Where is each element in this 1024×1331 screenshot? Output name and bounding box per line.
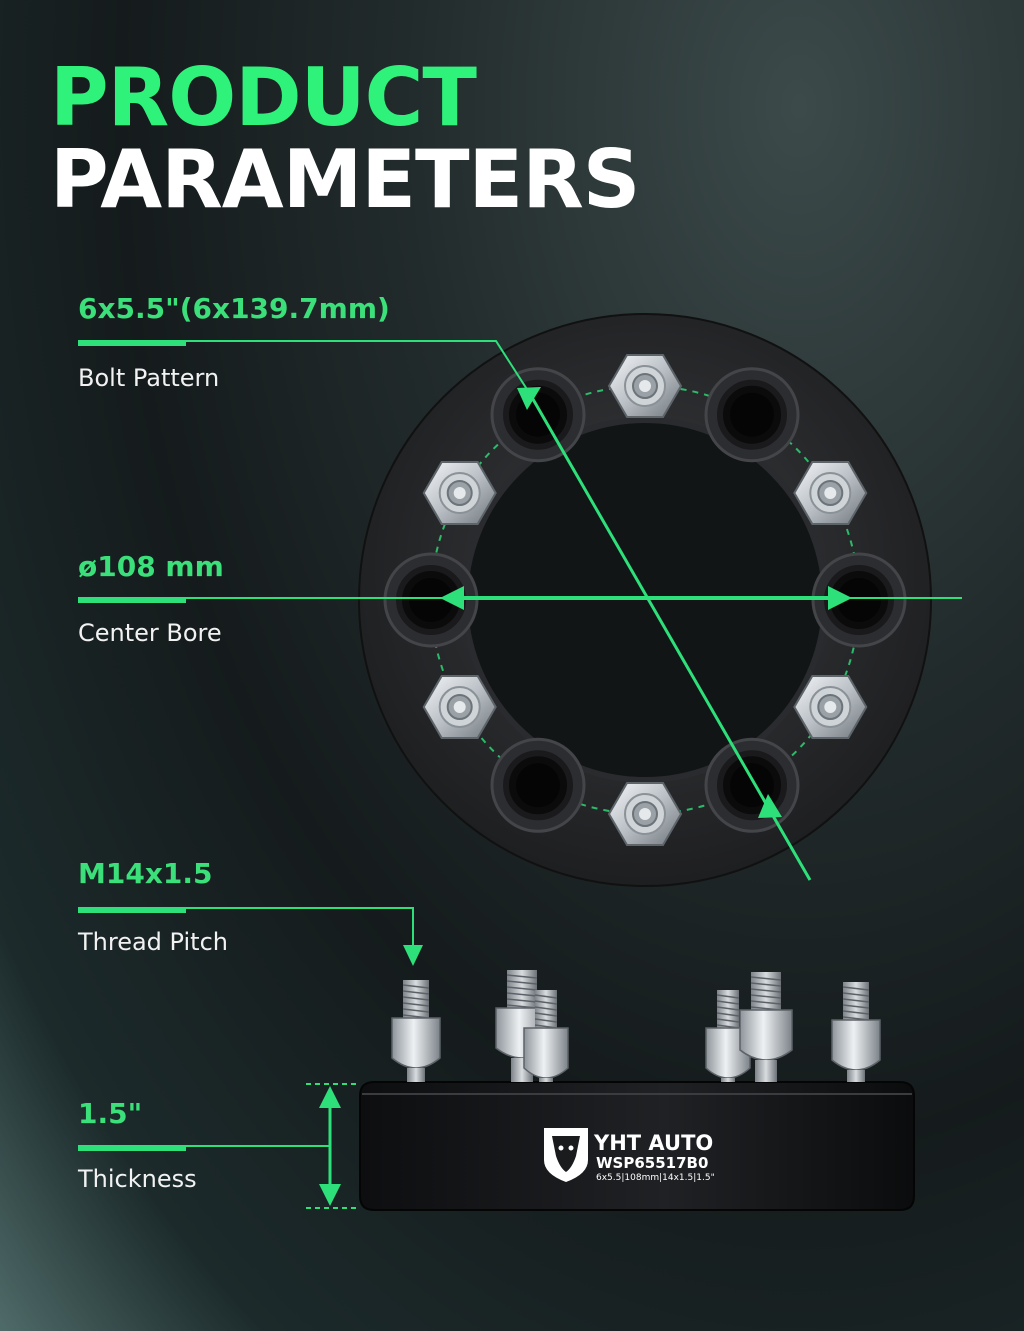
bolt-pattern-value: 6x5.5"(6x139.7mm) <box>78 292 390 325</box>
thickness-label: Thickness <box>78 1165 197 1193</box>
brand-name: YHT AUTO <box>593 1131 713 1155</box>
bolt-hole <box>706 739 798 831</box>
bolt-pattern-label: Bolt Pattern <box>78 364 220 392</box>
thread-pitch-value: M14x1.5 <box>78 857 213 890</box>
side-stud <box>705 990 751 1082</box>
side-stud <box>831 982 881 1082</box>
spacer-side-view <box>359 970 915 1211</box>
title-parameters: PARAMETERS <box>50 133 640 226</box>
thickness-value: 1.5" <box>78 1097 143 1130</box>
thread-pitch-label: Thread Pitch <box>78 928 228 956</box>
thread-pitch-bar <box>78 908 186 913</box>
center-bore-label: Center Bore <box>78 619 222 647</box>
side-stud <box>739 972 793 1082</box>
center-bore-bar <box>78 598 186 603</box>
model-number: WSP65517B0 <box>596 1154 708 1172</box>
side-stud <box>391 980 441 1082</box>
bolt-hole <box>706 369 798 461</box>
center-bore-value: ø108 mm <box>78 550 224 583</box>
spec-line: 6x5.5|108mm|14x1.5|1.5" <box>596 1173 715 1183</box>
title-product: PRODUCT <box>50 51 477 144</box>
thickness-bar <box>78 1146 186 1151</box>
bolt-hole <box>492 739 584 831</box>
bolt-hole <box>492 369 584 461</box>
bolt-pattern-bar <box>78 341 186 346</box>
lion-head-icon <box>544 1128 588 1182</box>
side-stud <box>523 990 569 1082</box>
